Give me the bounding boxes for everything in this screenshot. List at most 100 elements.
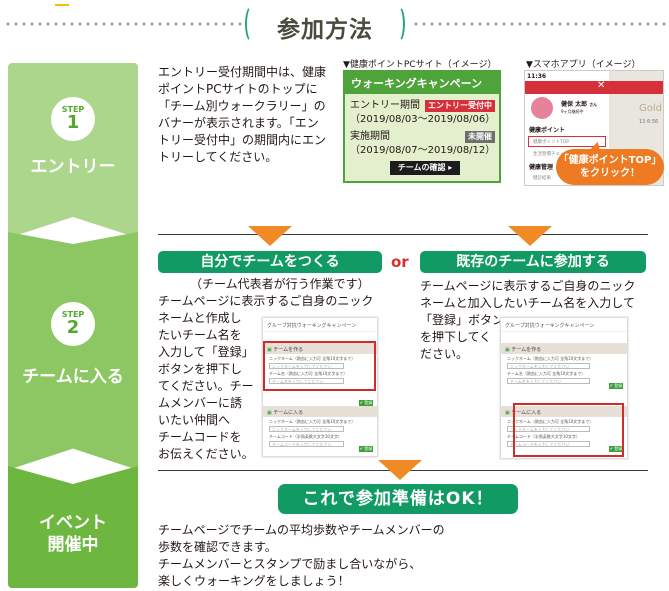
app-caption: ▼スマホアプリ（イメージ）	[526, 60, 641, 70]
page-title: 参加方法	[277, 17, 373, 43]
avatar-icon	[531, 97, 553, 119]
register-button[interactable]: ✔ 登録	[359, 400, 373, 406]
nickname-input[interactable]: ニックネームを入力してください	[269, 363, 345, 369]
nickname-input[interactable]: ニックネームを入力してください	[507, 363, 591, 369]
text-line: ネームと作成し	[158, 311, 242, 325]
nickname-label: ニックネーム（熱血に入力可 全角10文字まで）	[269, 356, 356, 361]
divider	[158, 234, 648, 235]
step-label: STEP	[61, 310, 85, 319]
team-code-input[interactable]: チームコードを入力してください	[507, 441, 591, 447]
join-lead-text: チームページに表示するご自身のニック ネームと加入したいチーム名を入力して	[420, 278, 635, 312]
bracket-right-icon	[391, 5, 405, 43]
team-code-label: チームコード（半角英数大文字10文字）	[269, 434, 342, 439]
join-team-button[interactable]: 既存のチームに参加する	[420, 251, 646, 273]
create-team-form-mockup: グループ対抗ウォーキングキャンペーン ▣ チームを作る ニックネーム（熱血に入力…	[262, 317, 378, 457]
step-2-badge: STEP 2	[51, 302, 95, 346]
step-1-description: エントリー受付期間中は、健康 ポイントPCサイトのトップに 「チーム別ウォークラ…	[158, 64, 338, 166]
text-line: エントリー受付期間中は、健康	[158, 65, 327, 79]
entry-dates: （2019/08/03〜2019/08/06）	[350, 114, 496, 125]
register-button[interactable]: ✔ 登録	[359, 446, 373, 452]
entry-period-label: エントリー期間	[350, 100, 420, 111]
nickname-input[interactable]: ニックネームを入力してください	[269, 426, 345, 432]
click-callout: 「健康ポイントTOP」 をクリック！	[556, 149, 664, 185]
menu-section-health-mgmt: 健康管理	[529, 164, 554, 171]
text-line: てください。チー	[158, 379, 254, 393]
text-line: 楽しくウォーキングをしましょう！	[158, 574, 350, 588]
menu-item-checkup[interactable]: 健診結果	[533, 176, 551, 181]
pc-site-caption: ▼健康ポイントPCサイト（イメージ）	[343, 60, 497, 70]
step-2-name: チームに入る	[22, 367, 124, 387]
callout-line: 「健康ポイントTOP」	[558, 155, 662, 166]
menu-section-health-points: 健康ポイント	[529, 127, 566, 134]
nickname-input[interactable]: ニックネームを入力してください	[507, 426, 591, 432]
section-join-team: ▣ チームに入る	[263, 406, 377, 417]
team-name-input[interactable]: チーム名を入力してください	[507, 378, 591, 384]
text-line: 「登録」ボタン	[420, 313, 505, 327]
page-title-box: 参加方法	[245, 5, 405, 43]
leaf-icon: ▣	[267, 410, 274, 416]
text-line: チームページに表示するご自身のニック	[420, 279, 636, 293]
text-line: ムメンバーに誘	[158, 396, 243, 410]
event-period-label: 実施期間	[350, 131, 390, 142]
menu-item-lifestyle[interactable]: 生活習慣チェック	[533, 152, 569, 157]
leaf-icon: ▣	[267, 347, 274, 353]
bg-time: 13 6:56	[639, 119, 659, 125]
check-team-button[interactable]: チームの確認 ▸	[390, 161, 460, 175]
step-1-name: エントリー	[30, 157, 116, 177]
text-line: チームメンバーとスタンプで励まし合いながら、	[158, 557, 422, 571]
team-name-label: チーム名（熱血に入力可 全角10文字まで）	[507, 371, 586, 376]
down-arrow-icon	[248, 226, 292, 246]
step-3-panel: イベント 開催中	[8, 466, 138, 588]
dotted-rule-left	[4, 22, 242, 26]
callout-line: をクリック！	[580, 168, 640, 179]
down-arrow-icon	[378, 460, 422, 480]
step-3-name-line2: 開催中	[47, 535, 99, 555]
representative-note: （チーム代表者が行う作業です）	[190, 277, 370, 291]
down-arrow-icon	[508, 226, 552, 246]
section-create-team: ▣ チームを作る	[263, 343, 377, 354]
step-number: 2	[66, 317, 80, 338]
team-code-input[interactable]: チームコードを入力してください	[269, 441, 345, 447]
text-line: 入力して「登録」	[158, 345, 254, 359]
menu-header-bar	[525, 81, 609, 94]
section-label: チームに入る	[511, 410, 542, 416]
section-label: チームに入る	[273, 410, 304, 416]
text-line: バナーが表示されます。「エン	[158, 116, 319, 130]
register-button[interactable]: ✔ 登録	[609, 446, 623, 452]
create-description: ネームと作成し たいチーム名を 入力して「登録」 ボタンを押下し てください。チ…	[158, 310, 258, 463]
text-line: 「チーム別ウォークラリー」の	[158, 99, 326, 113]
nickname-label: ニックネーム（熱血に入力可 全角10文字まで）	[507, 419, 594, 424]
text-line: 歩数を確認できます。	[158, 540, 277, 554]
text-line: ださい。	[420, 347, 469, 361]
gold-label: Gold	[639, 103, 662, 114]
section-label: チームを作る	[511, 347, 542, 353]
section-create-team: ▣ チームを作る	[501, 343, 627, 354]
text-line: トリーしてください。	[158, 150, 278, 164]
join-description: 「登録」ボタン を押下してく ださい。	[420, 312, 504, 363]
close-icon[interactable]: ✕	[597, 80, 606, 91]
menu-item-health-points-top[interactable]: 健康ポイントTOP	[528, 136, 606, 147]
register-button[interactable]: ✔ 登録	[609, 383, 623, 389]
join-team-form-mockup: グループ対抗ウォーキングキャンペーン ▣ チームを作る ニックネーム（熱血に入力…	[500, 317, 628, 459]
create-team-button[interactable]: 自分でチームをつくる	[158, 251, 382, 273]
form-title: グループ対抗ウォーキングキャンペーン	[263, 318, 377, 332]
ready-ok-banner: これで参加準備はOK！	[278, 484, 518, 514]
step-2-panel: STEP 2 チームに入る	[8, 232, 138, 470]
text-line: チームページでチームの平均歩数やチームメンバーの	[158, 523, 445, 537]
user-name: 健保 太郎	[561, 101, 588, 108]
text-line: トリー受付中」の期間内にエン	[158, 133, 327, 147]
step-3-name-line1: イベント	[39, 513, 107, 533]
team-name-input[interactable]: チーム名を入力してください	[269, 378, 345, 384]
team-name-label: チーム名（熱血に入力可 全角10文字まで）	[269, 371, 348, 376]
text-line: チームコードを	[158, 430, 242, 444]
team-code-label: チームコード（半角英数大文字10文字）	[507, 434, 580, 439]
form-title: グループ対抗ウォーキングキャンペーン	[501, 318, 627, 332]
step-1-panel: STEP 1 エントリー	[8, 63, 138, 238]
leaf-icon: ▣	[505, 347, 512, 353]
highlight-create-section	[263, 341, 376, 391]
dotted-rule-right	[412, 22, 666, 26]
campaign-banner-title: ウォーキングキャンペーン	[345, 72, 499, 94]
step-label: STEP	[61, 105, 85, 114]
or-label: or	[391, 253, 409, 271]
event-dates: （2019/08/07〜2019/08/12）	[350, 145, 496, 156]
